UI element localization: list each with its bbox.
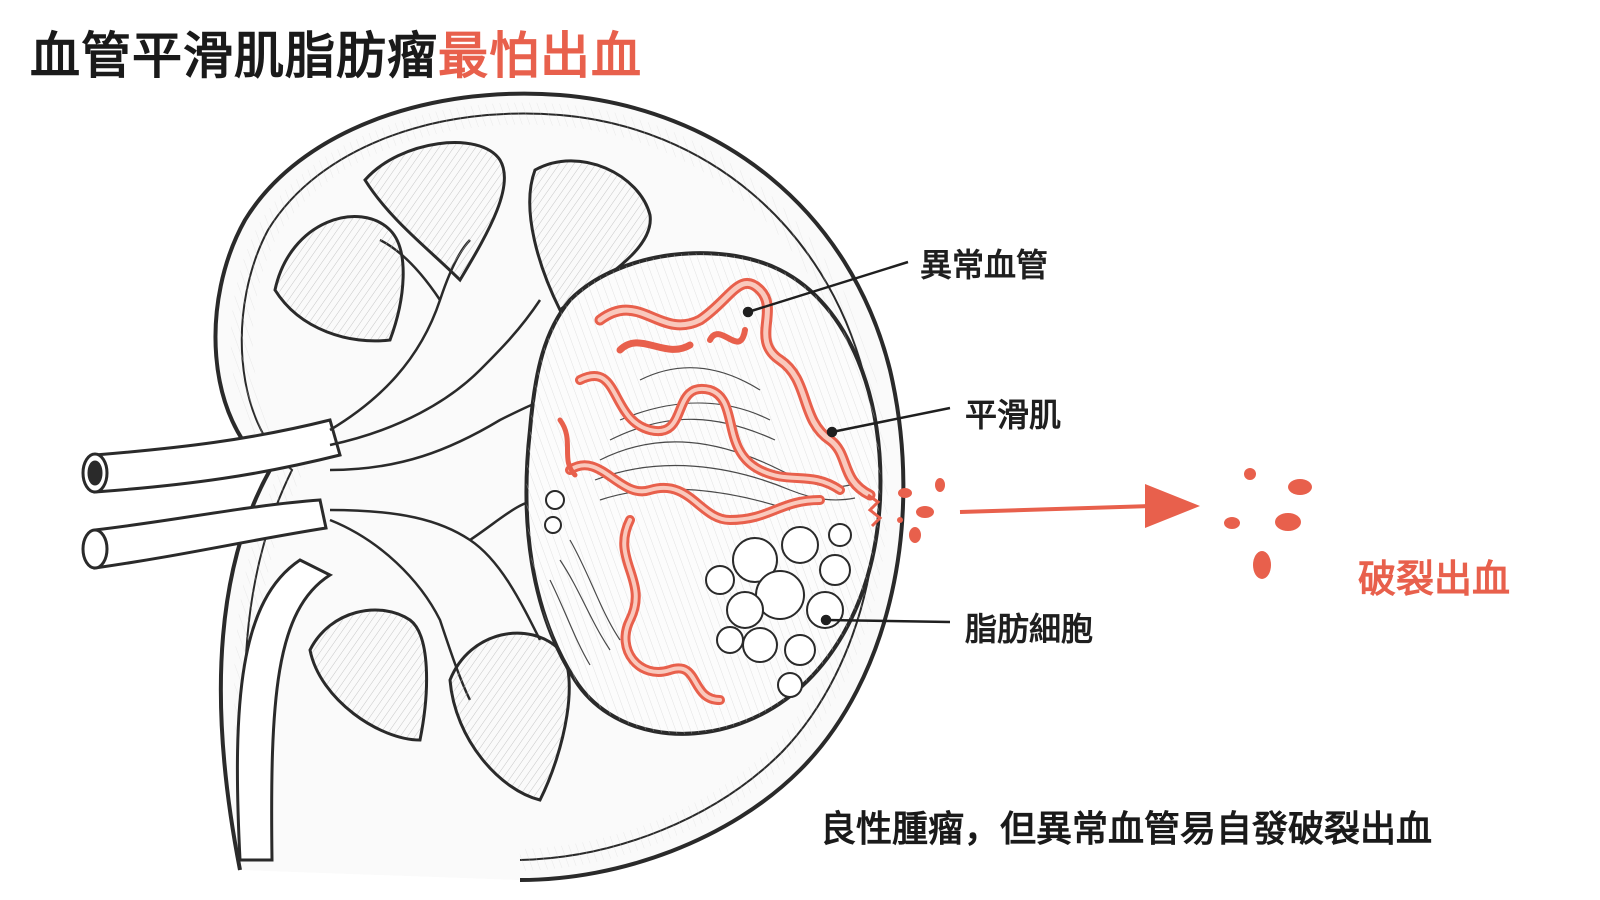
rupture-site — [867, 478, 945, 543]
fat-cells — [544, 490, 852, 698]
renal-vessels-hilum — [81, 418, 342, 862]
blood-droplet — [916, 506, 934, 518]
page-title: 血管平滑肌脂肪瘤最怕出血 — [30, 16, 642, 88]
renal-pyramids — [273, 141, 652, 802]
blood-droplet — [898, 488, 912, 498]
blood-droplet — [935, 478, 945, 492]
label-rupture: 破裂出血 — [1358, 557, 1511, 601]
blood-droplet — [909, 527, 921, 543]
leader-lines — [742, 260, 951, 626]
bleeding-arrow — [959, 484, 1200, 528]
label-smooth-muscle: 平滑肌 — [965, 396, 1062, 434]
blood-droplets — [1224, 468, 1312, 579]
title-main: 血管平滑肌脂肪瘤 — [30, 27, 438, 85]
label-abnormal-vessels: 異常血管 — [920, 246, 1049, 284]
blood-droplet — [897, 517, 903, 523]
abnormal-vessels — [557, 278, 876, 705]
label-fat-cells: 脂肪細胞 — [965, 610, 1094, 648]
title-accent: 最怕出血 — [438, 27, 642, 85]
caption: 良性腫瘤，但異常血管易自發破裂出血 — [820, 809, 1433, 850]
